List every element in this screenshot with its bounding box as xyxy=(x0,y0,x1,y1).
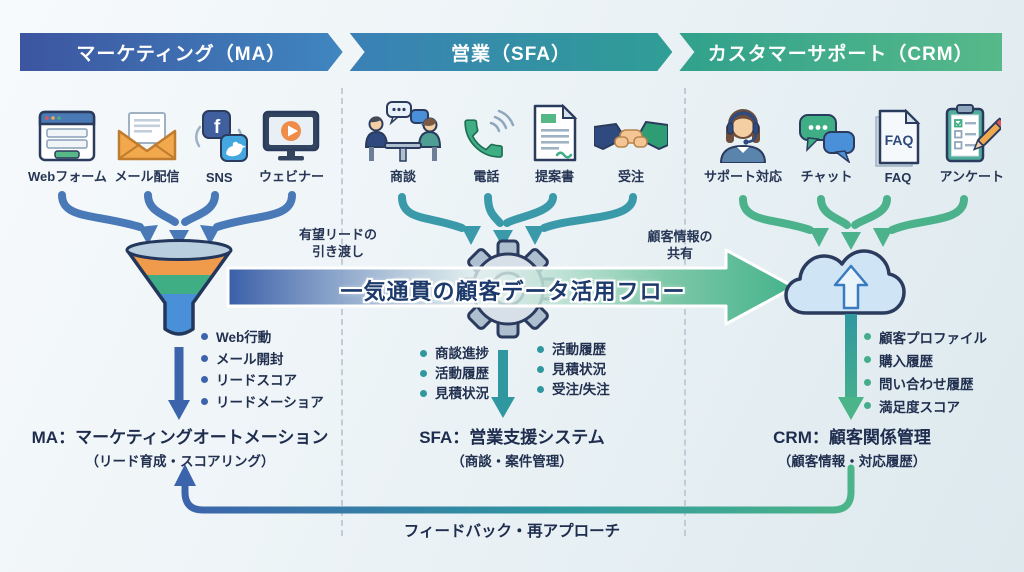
ma-converging-arrows xyxy=(58,191,296,248)
bullet-item: リードスコア xyxy=(201,370,324,392)
bullet-item: 活動履歴 xyxy=(537,340,610,360)
ma-bullet-list: Web行動 メール開封 リードスコア リードメーショア xyxy=(201,327,324,413)
stage-header: マーケティング（MA） 営業（SFA） カスタマーサポート（CRM） xyxy=(20,33,1003,71)
channel-label: 商談 xyxy=(389,169,416,184)
bullet-item: メール開封 xyxy=(201,349,324,371)
bullet-item: 満足度スコア xyxy=(864,396,987,419)
crm-bullet-list: 顧客プロファイル 購入履歴 問い合わせ履歴 満足度スコア xyxy=(864,327,987,419)
channel-label: メール配信 xyxy=(114,169,180,184)
sns-icon: f xyxy=(187,101,251,167)
sfa-subtitle: （商談・案件管理） xyxy=(451,454,573,469)
handshake-icon xyxy=(593,97,668,163)
stage-label: カスタマーサポート（CRM） xyxy=(707,43,974,65)
crm-title-block: CRM：顧客関係管理 （顧客情報・対応履歴） xyxy=(682,423,1022,470)
channel-webinar: ウェビナー xyxy=(259,97,324,185)
cloud-sync-icon xyxy=(784,249,906,315)
channel-web-form: Webフォーム xyxy=(28,97,107,185)
ma-title: MA：マーケティングオートメーション xyxy=(31,428,329,447)
channel-support: サポート対応 xyxy=(704,97,782,185)
channel-survey: アンケート xyxy=(940,97,1004,185)
bullet-item: 購入履歴 xyxy=(864,350,987,373)
stage-sales: 営業（SFA） xyxy=(350,33,673,71)
chat-icon xyxy=(797,97,857,163)
bullet-item: 商談進捗 xyxy=(420,344,489,364)
sfa-title-block: SFA：営業支援システム （商談・案件管理） xyxy=(342,423,682,470)
channel-label: SNS xyxy=(205,170,233,185)
bullet-item: リードメーショア xyxy=(201,392,324,414)
faq-text: FAQ xyxy=(885,132,914,148)
channel-order: 受注 xyxy=(593,97,668,185)
sfa-bullet-list-right: 活動履歴 見積状況 受注/失注 xyxy=(537,340,610,400)
feedback-arrow xyxy=(174,464,855,514)
meeting-icon xyxy=(362,97,444,163)
stage-marketing: マーケティング（MA） xyxy=(20,33,343,71)
stage-label: 営業（SFA） xyxy=(451,43,571,65)
crm-down-arrow xyxy=(838,314,864,420)
funnel-icon xyxy=(125,239,233,336)
facebook-letter: f xyxy=(214,117,221,138)
support-agent-icon xyxy=(712,97,774,163)
channel-label: チャット xyxy=(800,169,853,184)
sfa-converging-arrows xyxy=(398,193,637,248)
bullet-item: 顧客プロファイル xyxy=(864,327,987,350)
sfa-title: SFA：営業支援システム xyxy=(419,428,605,447)
crm-converging-arrows xyxy=(739,195,968,250)
sfa-bullet-list-left: 商談進捗 活動履歴 見積状況 xyxy=(420,344,489,404)
handoff-line: 共有 xyxy=(666,245,693,261)
ma-subtitle: （リード育成・スコアリング） xyxy=(85,454,275,469)
handoff-line: 顧客情報の xyxy=(647,229,713,244)
channel-sns: f SNS xyxy=(187,101,251,185)
channel-phone: 電話 xyxy=(457,97,515,185)
phone-icon xyxy=(457,97,515,163)
crm-subtitle: （顧客情報・対応履歴） xyxy=(777,454,927,469)
crm-title: CRM：顧客関係管理 xyxy=(773,428,931,447)
bullet-item: 問い合わせ履歴 xyxy=(864,373,987,396)
feedback-label: フィードバック・再アプローチ xyxy=(403,523,621,540)
bullet-item: Web行動 xyxy=(201,327,324,349)
channel-label: 電話 xyxy=(473,169,500,184)
webinar-icon xyxy=(260,97,322,163)
email-icon xyxy=(116,97,178,163)
bullet-item: 活動履歴 xyxy=(420,364,489,384)
channel-label: ウェビナー xyxy=(258,169,324,184)
ma-down-arrow xyxy=(168,347,190,420)
channel-label: 受注 xyxy=(617,169,644,184)
channel-label: 提案書 xyxy=(535,169,575,184)
survey-clipboard-icon xyxy=(943,97,1001,163)
flow-arrow-label: 一気通貫の顧客データ活用フロー xyxy=(340,279,686,304)
channel-faq: FAQ FAQ xyxy=(871,101,925,185)
channel-label: アンケート xyxy=(939,169,1004,184)
channel-email: メール配信 xyxy=(115,97,180,185)
bullet-item: 受注/失注 xyxy=(537,380,610,400)
stage-label: マーケティング（MA） xyxy=(76,43,287,65)
proposal-document-icon xyxy=(529,97,581,163)
stage-support: カスタマーサポート（CRM） xyxy=(679,33,1003,71)
handoff-label-customer-info: 顧客情報の 共有 xyxy=(625,229,735,263)
channel-label: サポート対応 xyxy=(704,169,783,184)
web-form-icon xyxy=(38,97,96,163)
channel-label: FAQ xyxy=(884,170,912,185)
sfa-channels-row: 商談 電話 xyxy=(362,97,668,185)
faq-document-icon: FAQ xyxy=(871,101,925,167)
handoff-line: 有望リードの xyxy=(298,227,377,242)
ma-title-block: MA：マーケティングオートメーション （リード育成・スコアリング） xyxy=(10,423,350,470)
bullet-item: 見積状況 xyxy=(420,384,489,404)
bullet-item: 見積状況 xyxy=(537,360,610,380)
channel-proposal: 提案書 xyxy=(529,97,581,185)
handoff-line: 引き渡し xyxy=(311,243,364,259)
channel-chat: チャット xyxy=(797,97,857,185)
sfa-down-arrow xyxy=(491,350,515,418)
crm-channels-row: サポート対応 チャット FAQ xyxy=(704,97,1004,185)
channel-label: Webフォーム xyxy=(28,169,107,184)
ma-channels-row: Webフォーム メール配信 f xyxy=(28,97,324,185)
handoff-label-leads: 有望リードの 引き渡し xyxy=(283,227,393,261)
channel-meeting: 商談 xyxy=(362,97,444,185)
